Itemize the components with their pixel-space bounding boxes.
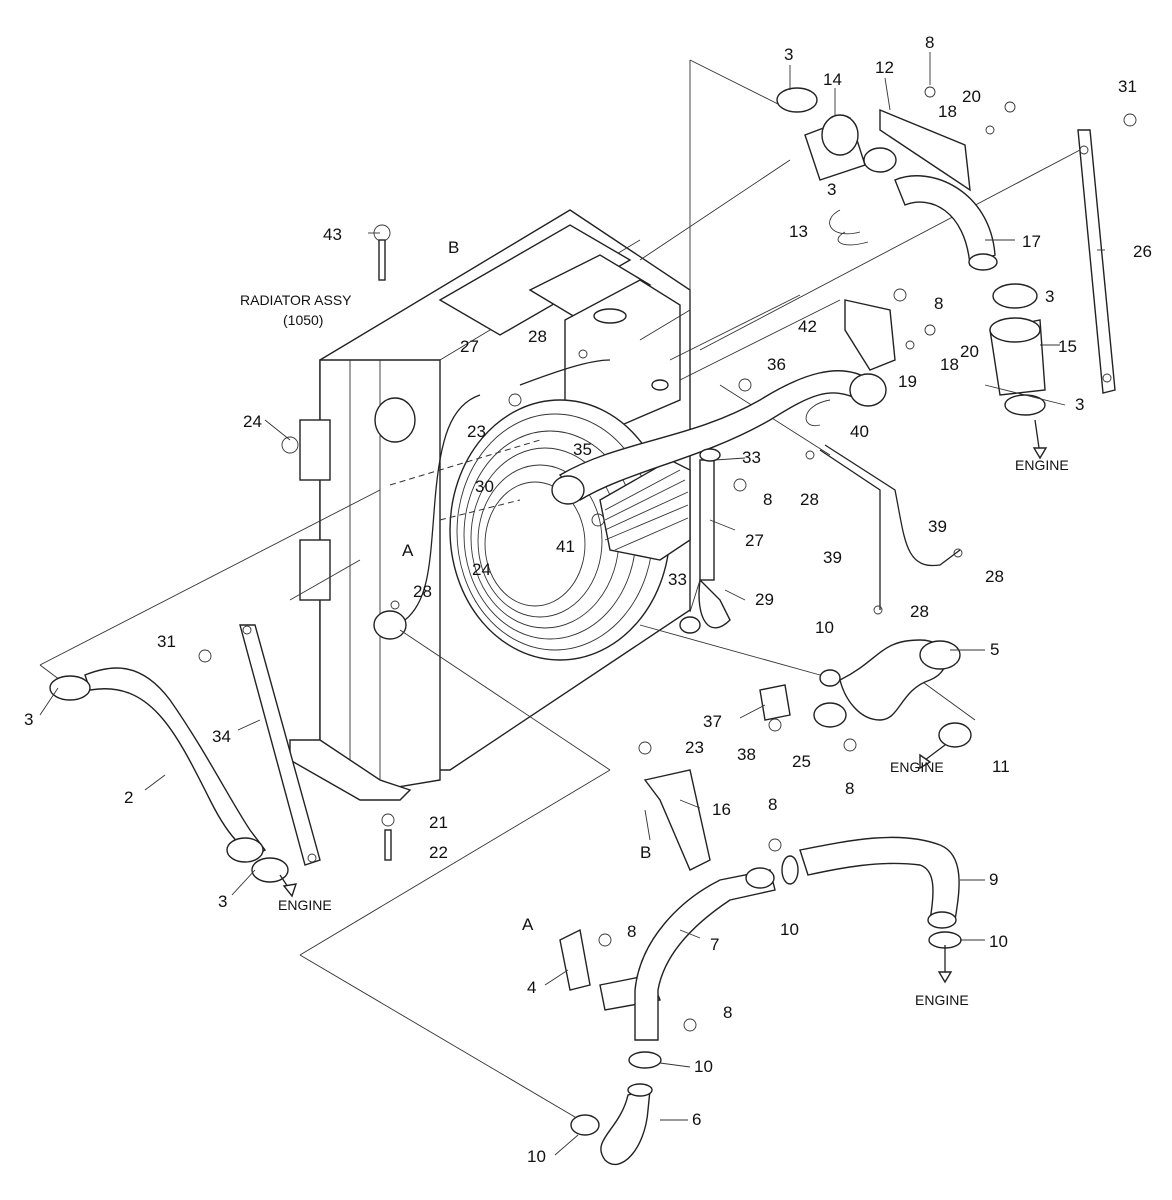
callout-8: 8 <box>925 33 934 52</box>
callout-23: 23 <box>467 422 486 441</box>
radiator-code: (1050) <box>283 312 323 328</box>
callout-22: 22 <box>429 843 448 862</box>
callout-42: 42 <box>798 317 817 336</box>
callout-6: 6 <box>692 1110 701 1129</box>
callout-25: 25 <box>792 752 811 771</box>
callout-8: 8 <box>723 1003 732 1022</box>
hose-5 <box>813 639 972 748</box>
callout-16: 16 <box>712 800 731 819</box>
callout-27: 27 <box>460 337 479 356</box>
callout-33: 33 <box>668 570 687 589</box>
engine-label-3: ENGINE <box>278 897 332 913</box>
callout-10: 10 <box>780 920 799 939</box>
callout-28: 28 <box>528 327 547 346</box>
callout-31: 31 <box>1118 77 1137 96</box>
callout-10: 10 <box>527 1147 546 1166</box>
callout-19: 19 <box>898 372 917 391</box>
engine-label-1: ENGINE <box>1015 457 1069 473</box>
callout-8: 8 <box>845 779 854 798</box>
labels: RADIATOR ASSY (1050) ENGINE ENGINE ENGIN… <box>24 33 1152 1166</box>
callout-leaders <box>39 52 1105 1156</box>
tube-29 <box>679 448 731 634</box>
callout-28: 28 <box>413 582 432 601</box>
engine-arrows <box>279 419 1048 984</box>
callout-4: 4 <box>527 978 536 997</box>
callout-17: 17 <box>1022 232 1041 251</box>
tube-30 <box>404 359 611 621</box>
radiator-assembly <box>289 209 691 801</box>
callout-14: 14 <box>823 70 842 89</box>
callout-9: 9 <box>989 870 998 889</box>
callout-26: 26 <box>1133 242 1152 261</box>
tube-39 <box>819 444 961 610</box>
callout-13: 13 <box>789 222 808 241</box>
hose-6 <box>570 1083 653 1166</box>
stay-26 <box>1077 129 1116 394</box>
callout-35: 35 <box>573 440 592 459</box>
callout-31: 31 <box>157 632 176 651</box>
callout-3: 3 <box>827 180 836 199</box>
callout-11: 11 <box>992 757 1010 776</box>
callout-28: 28 <box>800 490 819 509</box>
callout-21: 21 <box>429 813 448 832</box>
callout-3: 3 <box>1075 395 1084 414</box>
callout-24: 24 <box>472 560 491 579</box>
callout-36: 36 <box>767 355 786 374</box>
callout-28: 28 <box>910 602 929 621</box>
callout-18: 18 <box>940 355 959 374</box>
callout-2: 2 <box>124 788 133 807</box>
callout-8: 8 <box>934 294 943 313</box>
engine-label-2: ENGINE <box>890 759 944 775</box>
top-hoses <box>776 86 1046 416</box>
callout-10: 10 <box>989 932 1008 951</box>
callout-8: 8 <box>627 922 636 941</box>
callout-20: 20 <box>960 342 979 361</box>
callout-3: 3 <box>784 45 793 64</box>
callout-8: 8 <box>768 795 777 814</box>
callout-7: 7 <box>710 935 719 954</box>
hose-7 <box>628 855 799 1069</box>
callout-39: 39 <box>928 517 947 536</box>
ref-b-bottom: B <box>640 843 651 862</box>
callout-3: 3 <box>218 892 227 911</box>
callout-12: 12 <box>875 58 894 77</box>
callout-3: 3 <box>24 710 33 729</box>
engine-label-4: ENGINE <box>915 992 969 1008</box>
callout-41: 41 <box>556 537 575 556</box>
callout-39: 39 <box>823 548 842 567</box>
radiator-title: RADIATOR ASSY <box>240 292 352 308</box>
callout-34: 34 <box>212 727 231 746</box>
callout-18: 18 <box>938 102 957 121</box>
callout-37: 37 <box>703 712 722 731</box>
callout-10: 10 <box>694 1057 713 1076</box>
callout-43: 43 <box>323 225 342 244</box>
callout-10: 10 <box>815 618 834 637</box>
ref-a-top: A <box>402 541 414 560</box>
callout-29: 29 <box>755 590 774 609</box>
ref-a-bottom: A <box>522 915 534 934</box>
callout-33: 33 <box>742 448 761 467</box>
brackets-lower <box>559 684 791 1011</box>
pipe-42 <box>551 299 896 505</box>
callout-24: 24 <box>243 412 262 431</box>
callout-8: 8 <box>763 490 772 509</box>
callout-38: 38 <box>737 745 756 764</box>
small-fasteners <box>198 101 1137 1032</box>
hose-2 <box>49 667 289 883</box>
ref-b-top: B <box>448 238 459 257</box>
callout-28: 28 <box>985 567 1004 586</box>
callout-23: 23 <box>685 738 704 757</box>
callout-20: 20 <box>962 87 981 106</box>
callout-5: 5 <box>990 640 999 659</box>
hose-9 <box>799 836 962 949</box>
callout-3: 3 <box>1045 287 1054 306</box>
stay-34 <box>239 624 321 866</box>
callout-15: 15 <box>1058 337 1077 356</box>
callout-27: 27 <box>745 531 764 550</box>
leader-lines <box>39 59 1081 1121</box>
callout-30: 30 <box>475 477 494 496</box>
callout-40: 40 <box>850 422 869 441</box>
